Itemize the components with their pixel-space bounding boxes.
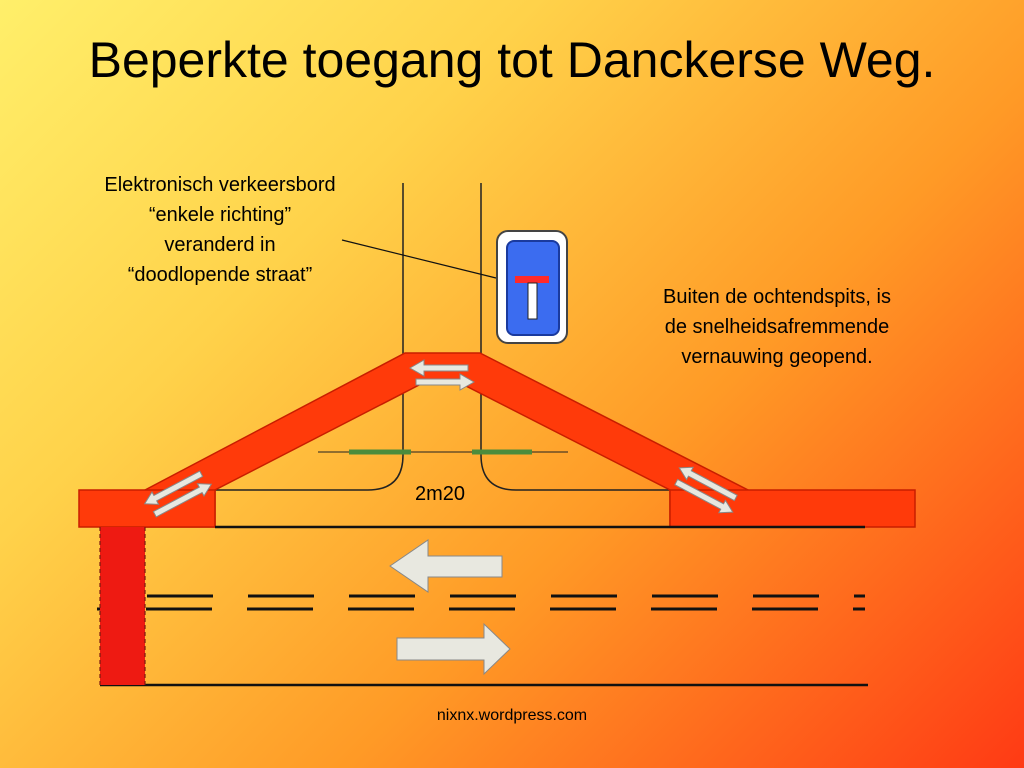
callout-line: “doodlopende straat” <box>127 264 313 286</box>
dead-end-symbol <box>515 276 549 320</box>
two-way-arrow-icon <box>143 470 213 518</box>
note-line: vernauwing geopend. <box>681 346 873 368</box>
note-line: de snelheidsafremmende <box>664 316 890 338</box>
left-arrow-icon <box>389 539 503 593</box>
width-label: 2m20 <box>414 483 466 505</box>
callout-line: “enkele richting” <box>148 204 292 226</box>
sign-callout: Elektronisch verkeersbord “enkele richti… <box>60 170 380 290</box>
closure-block-left <box>78 489 216 528</box>
callout-line: veranderd in <box>164 234 276 256</box>
slide-title: Beperkte toegang tot Danckerse Weg. <box>88 32 936 88</box>
footer-credit: nixnx.wordpress.com <box>436 707 588 724</box>
two-way-arrow-icon <box>408 359 476 391</box>
side-street-right-edge <box>480 183 670 491</box>
closure-block-right <box>669 489 916 528</box>
right-arrow-icon <box>396 622 511 676</box>
callout-line: Elektronisch verkeersbord <box>104 174 336 196</box>
two-way-arrow-icon <box>674 466 738 514</box>
opening-note: Buiten de ochtendspits, is de snelheidsa… <box>622 282 932 372</box>
side-street-left-edge <box>215 183 404 491</box>
end-post <box>100 527 145 685</box>
callout-pointer <box>341 239 497 279</box>
no-through-road-sign-icon <box>496 230 568 344</box>
note-line: Buiten de ochtendspits, is <box>663 286 891 308</box>
sign-face <box>506 240 560 336</box>
